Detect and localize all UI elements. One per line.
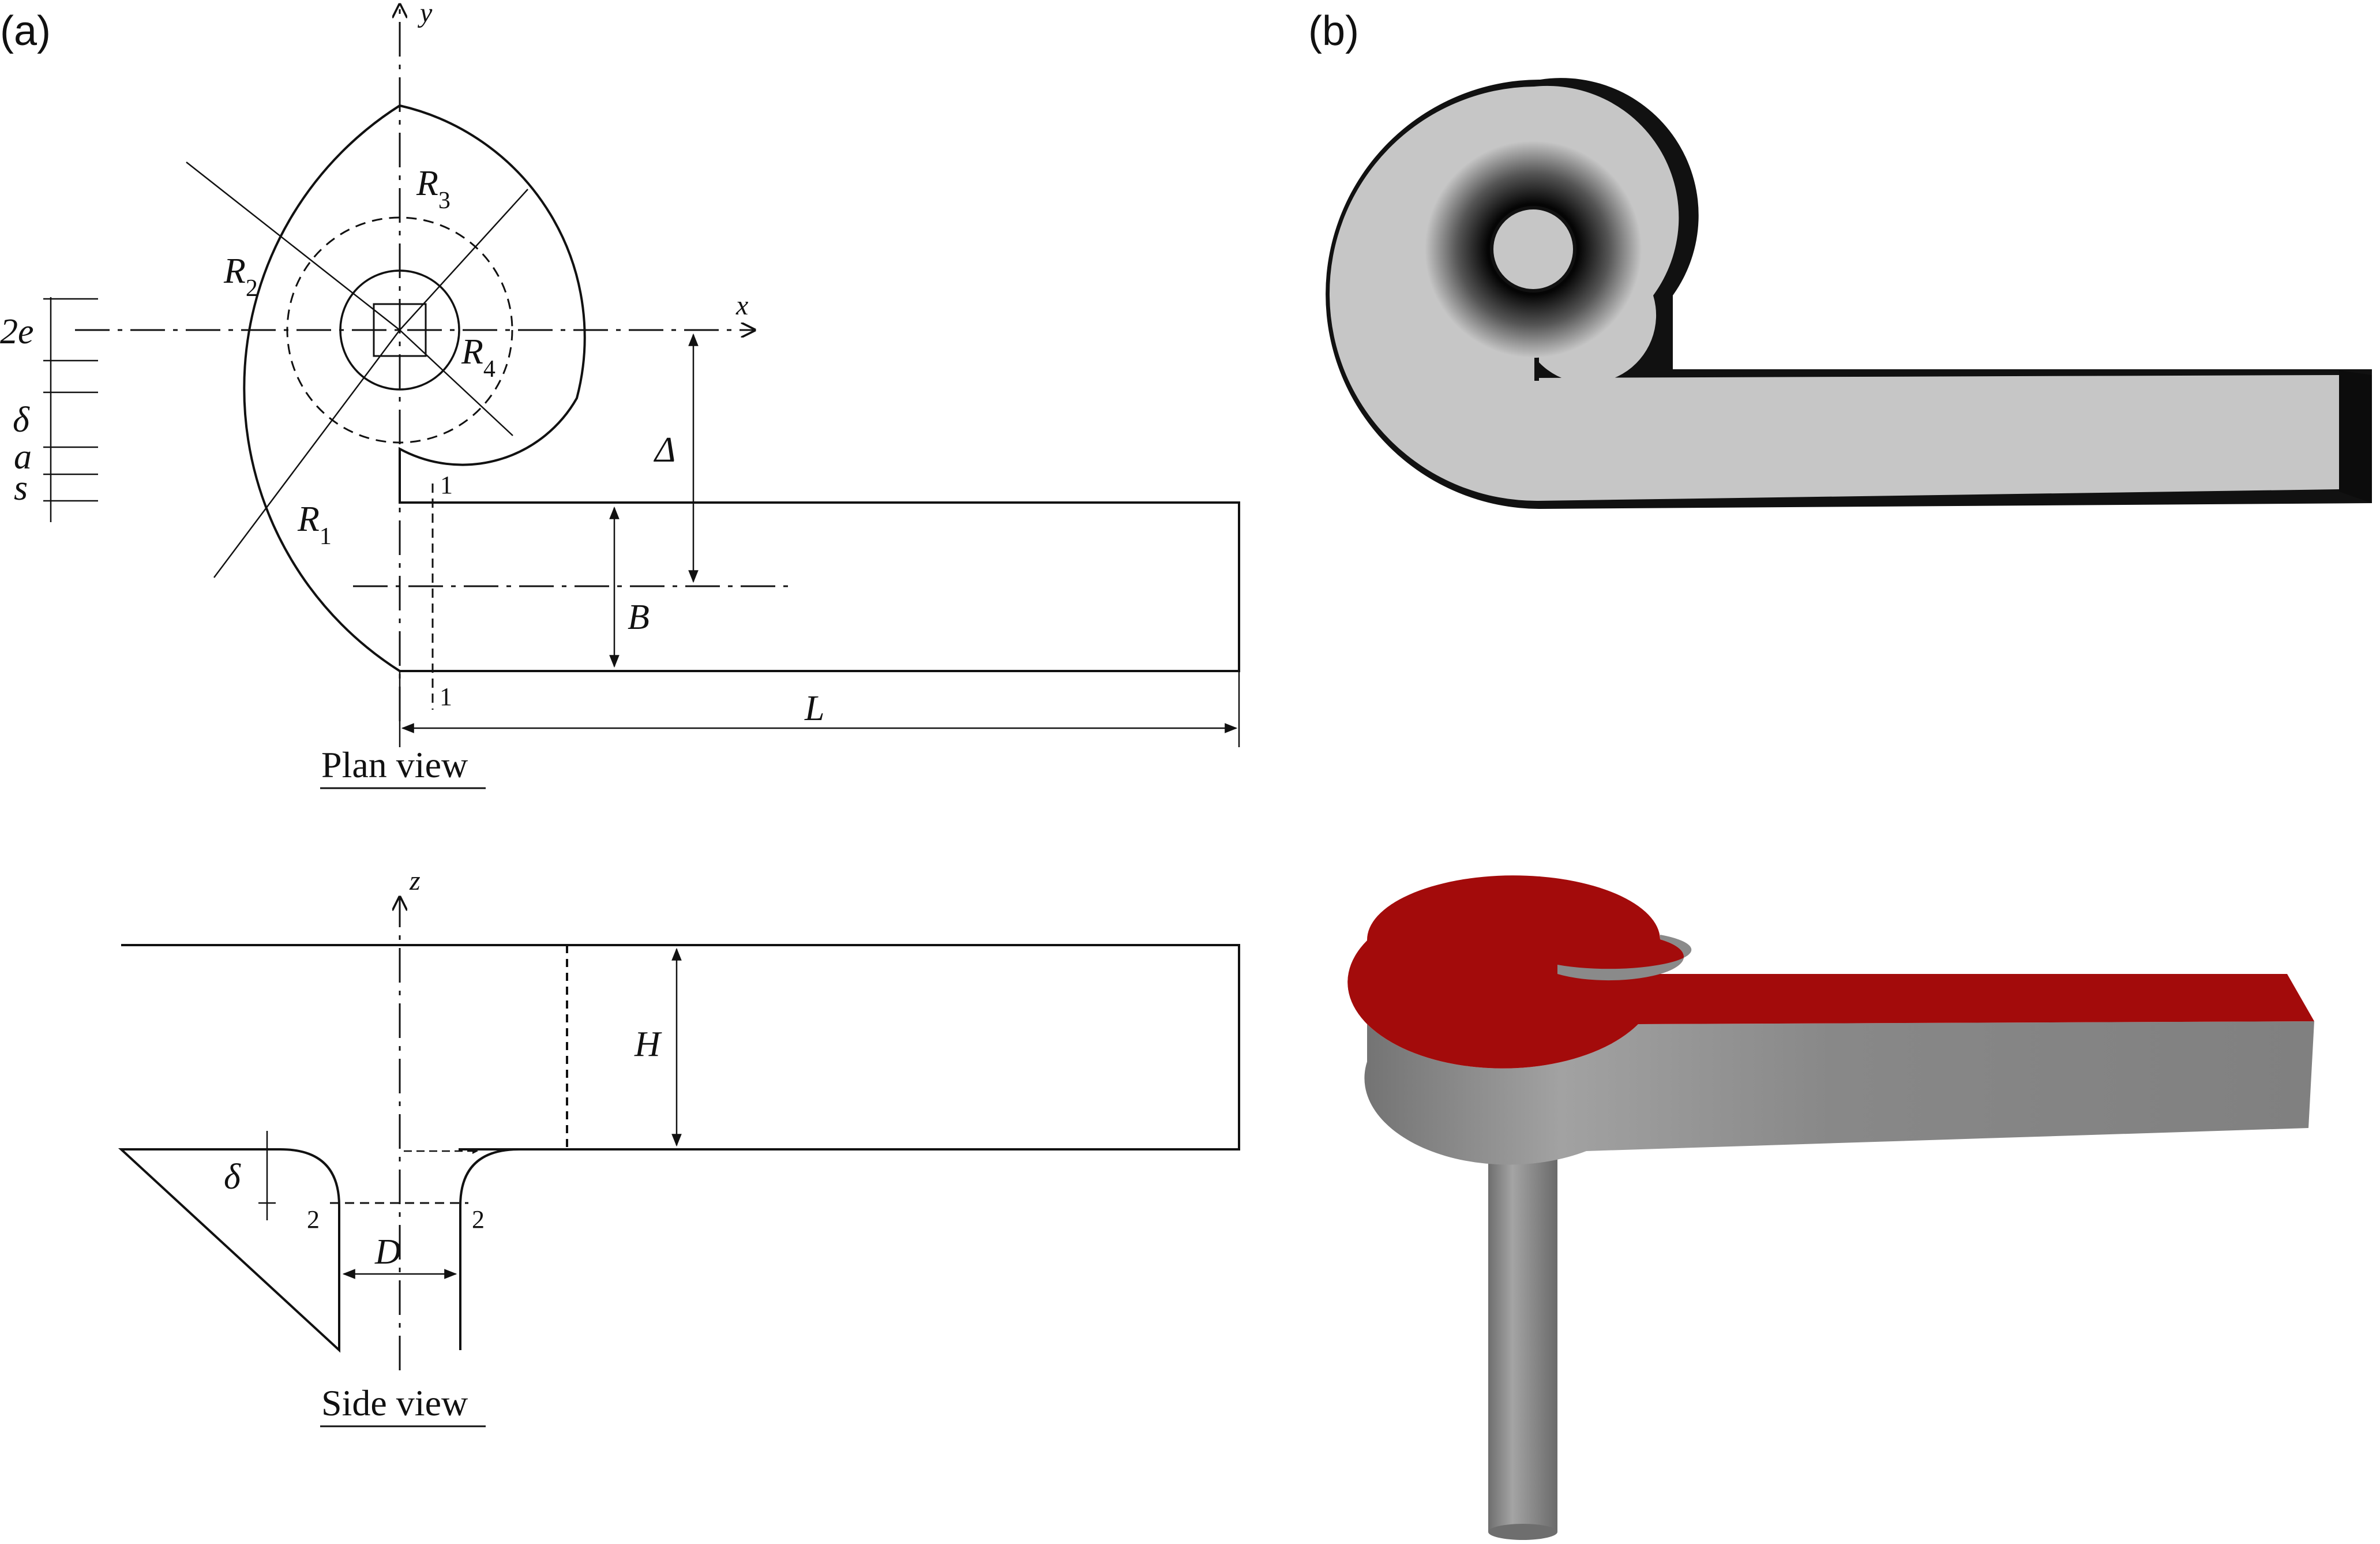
render-top-outlet-hole (1490, 206, 1576, 293)
label-Delta: Δ (653, 430, 675, 470)
label-L: L (804, 689, 824, 728)
outlet-pipe-circle (339, 269, 460, 391)
panel-label-a: (a) (0, 8, 51, 54)
section-2-label-left: 2 (307, 1205, 320, 1234)
label-s: s (14, 469, 28, 508)
label-delta: δ (13, 400, 30, 440)
label-r3: R3 (416, 164, 451, 214)
render-spiral-lip (1557, 935, 1692, 981)
render-pipe-bottom (1488, 1524, 1557, 1540)
axis-label-x: x (735, 290, 748, 321)
plan-view-drawing: y x R2 R3 R4 R1 2e δ a s Δ B L 1 1 Plan … (0, 0, 1240, 789)
plan-view-title: Plan view (321, 744, 468, 785)
axis-label-y: y (417, 0, 433, 28)
radius-line-r2 (186, 162, 400, 331)
side-view-body (118, 944, 1240, 1353)
render-top-slot (1534, 353, 1539, 381)
dashed-circle-r3 (286, 216, 513, 444)
label-r2: R2 (223, 252, 258, 302)
label-B: B (628, 598, 650, 637)
render-top-end-face (2339, 370, 2372, 503)
radius-line-r1 (213, 329, 400, 578)
radius-line-r3 (399, 189, 528, 331)
section-1-label-bottom: 1 (440, 683, 452, 711)
render-perspective-view (1347, 875, 2314, 1540)
section-2-label-right: 2 (472, 1205, 485, 1234)
label-a: a (14, 437, 32, 477)
panel-label-b: (b) (1308, 8, 1359, 54)
render-side-wall (1347, 940, 2314, 1165)
render-top-view (1326, 78, 2372, 509)
left-dimension-ticks (43, 297, 98, 522)
render-top-red (1347, 875, 2314, 1069)
label-D: D (374, 1232, 401, 1272)
side-view-outline (121, 944, 1240, 1150)
label-r1: R1 (297, 500, 332, 550)
label-delta-side: δ (224, 1157, 241, 1197)
central-square (373, 303, 427, 357)
spiral-casing-outline (243, 104, 1240, 672)
side-view-title: Side view (321, 1382, 468, 1423)
section-1-label-top: 1 (440, 471, 453, 499)
radius-line-r4 (399, 329, 513, 436)
label-H: H (634, 1025, 662, 1064)
side-view-drawing: z H δ D 2 2 Side view (118, 865, 1240, 1427)
render-pipe (1488, 1128, 1557, 1532)
label-2e: 2e (0, 312, 34, 351)
axis-label-z: z (409, 865, 421, 896)
label-r4: R4 (461, 332, 495, 383)
